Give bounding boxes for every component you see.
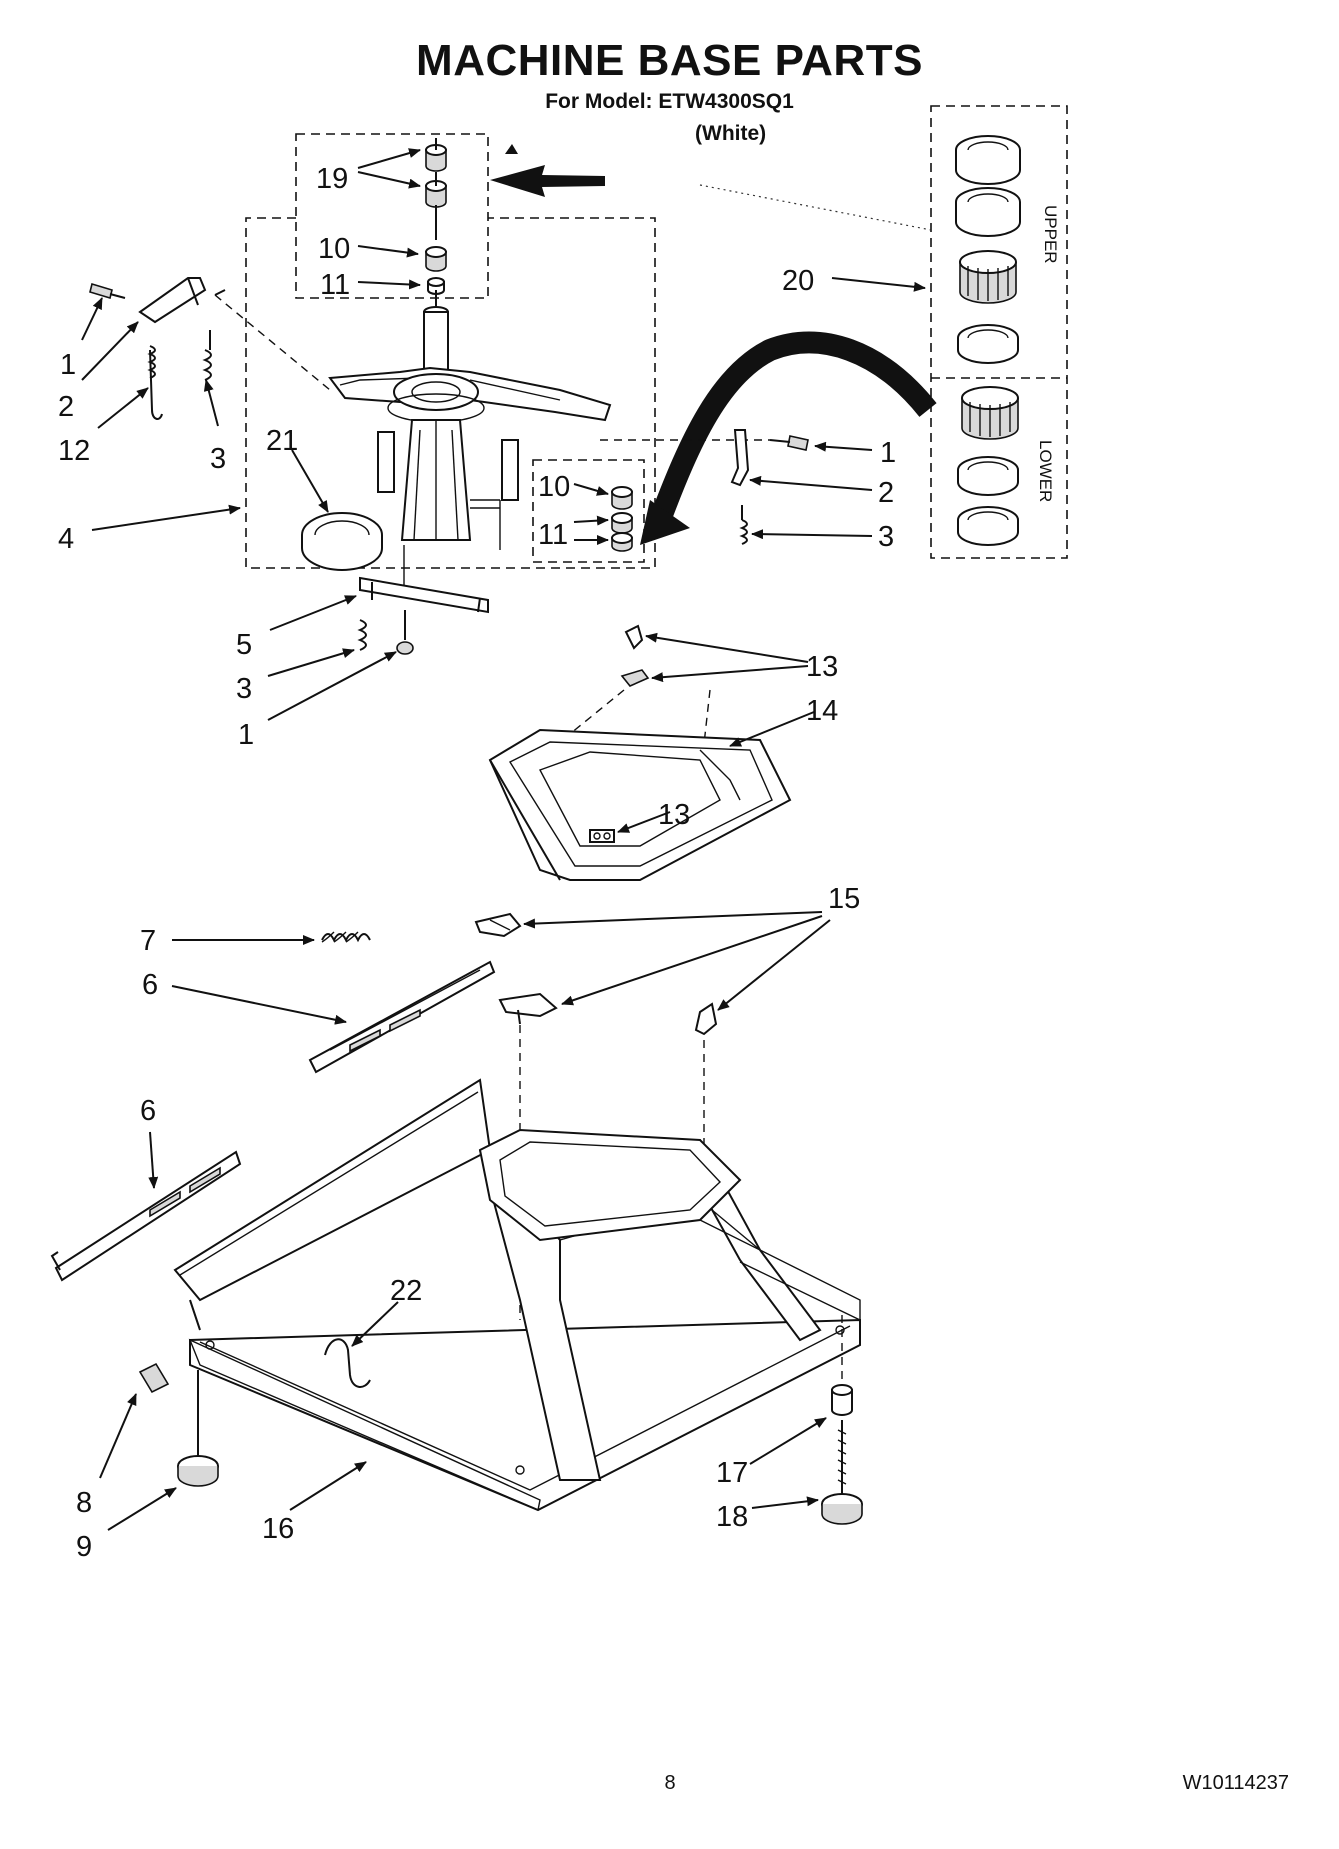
bushing-11-low-b	[611, 532, 633, 552]
bracket-6-lower	[50, 1150, 242, 1282]
callout-13-top: 13	[806, 651, 838, 683]
callout-11-top: 11	[320, 269, 350, 301]
pointer-arrow-top	[490, 144, 605, 197]
model-subtitle: For Model: ETW4300SQ1	[545, 90, 794, 113]
callout-9: 9	[76, 1531, 92, 1563]
machine-base-frame	[173, 1078, 861, 1512]
upper-seal-ring-1	[955, 135, 1021, 185]
callout-14: 14	[806, 695, 838, 727]
page-title: MACHINE BASE PARTS	[416, 36, 923, 85]
hook-spring-12	[147, 345, 163, 420]
bushing-11-top	[427, 277, 445, 295]
bushing-19-lower	[425, 172, 447, 208]
kit-lower-label: LOWER	[1036, 440, 1055, 502]
callout-20: 20	[782, 265, 814, 297]
callout-1-right: 1	[880, 437, 896, 469]
callout-3-mid: 3	[236, 673, 252, 705]
bracket-2-right	[730, 429, 750, 487]
bushing-10-top	[425, 246, 447, 272]
bracket-5	[359, 576, 489, 614]
seal-ring-21	[301, 512, 383, 571]
leveling-foot-18	[821, 1420, 863, 1525]
callout-17: 17	[716, 1457, 748, 1489]
bushing-19-upper	[425, 138, 447, 172]
bolt-1-mid	[396, 610, 414, 655]
upper-bearing-ring	[957, 324, 1019, 364]
callout-8: 8	[76, 1487, 92, 1519]
callout-21: 21	[266, 425, 298, 457]
lower-gear-bushing	[961, 386, 1019, 440]
lower-bearing-ring-2	[957, 506, 1019, 546]
color-variant: (White)	[695, 122, 767, 145]
kit-box	[699, 105, 1068, 559]
callout-13-mid: 13	[658, 799, 690, 831]
document-number: W10114237	[1182, 1772, 1289, 1794]
pad-15-a	[474, 912, 522, 938]
bushing-17	[831, 1384, 853, 1416]
lower-bearing-ring-1	[957, 456, 1019, 496]
pad-13-top-b	[620, 669, 650, 687]
callout-12: 12	[58, 435, 90, 467]
callout-15: 15	[828, 883, 860, 915]
callout-arrows	[81, 148, 926, 1531]
callout-6-lower: 6	[140, 1095, 156, 1127]
upper-bushing-group-box	[295, 133, 489, 299]
base-legs	[377, 419, 519, 550]
bushing-10-low	[611, 486, 633, 510]
upper-gear-bushing	[959, 250, 1017, 304]
agitator-base-group-box	[245, 217, 656, 569]
callout-19: 19	[316, 163, 348, 195]
spring-7	[321, 931, 371, 943]
callout-10-low: 10	[538, 471, 570, 503]
callout-2-right: 2	[878, 477, 894, 509]
callout-11-low: 11	[538, 519, 568, 551]
callout-22: 22	[390, 1275, 422, 1307]
spring-3-left	[202, 330, 212, 381]
kit-curved-arrow	[640, 331, 937, 545]
bushing-11-low-a	[611, 512, 633, 534]
callout-1-mid: 1	[238, 719, 254, 751]
callout-7: 7	[140, 925, 156, 957]
pad-13-mid	[589, 829, 615, 843]
callout-18: 18	[716, 1501, 748, 1533]
callout-1-left: 1	[60, 349, 76, 381]
upper-seal-ring-2	[955, 187, 1021, 237]
bracket-6-upper	[308, 960, 496, 1074]
bolt-1-right	[769, 435, 809, 451]
callout-5: 5	[236, 629, 252, 661]
bracket-14	[488, 728, 792, 881]
callout-4: 4	[58, 523, 74, 555]
callout-16: 16	[262, 1513, 294, 1545]
base-support-arms	[328, 366, 612, 423]
callout-3-right: 3	[878, 521, 894, 553]
page-number: 8	[664, 1772, 676, 1794]
kit-upper-label: UPPER	[1041, 205, 1060, 264]
pad-15-b	[498, 992, 558, 1025]
leveling-foot-9	[177, 1370, 219, 1487]
callout-6-upper: 6	[142, 969, 158, 1001]
callout-2-left: 2	[58, 391, 74, 423]
spring-3-right	[739, 505, 748, 545]
bracket-2-left	[138, 277, 226, 324]
pad-15-c	[694, 1002, 718, 1036]
callout-10-top: 10	[318, 233, 350, 265]
foot-pin-8	[138, 1362, 170, 1394]
lower-bushing-group-box	[532, 459, 645, 563]
callout-3-left: 3	[210, 443, 226, 475]
hook-22	[324, 1338, 371, 1388]
pad-13-top-a	[624, 624, 644, 650]
bolt-1-left	[89, 282, 126, 300]
spring-3-mid	[357, 619, 367, 651]
